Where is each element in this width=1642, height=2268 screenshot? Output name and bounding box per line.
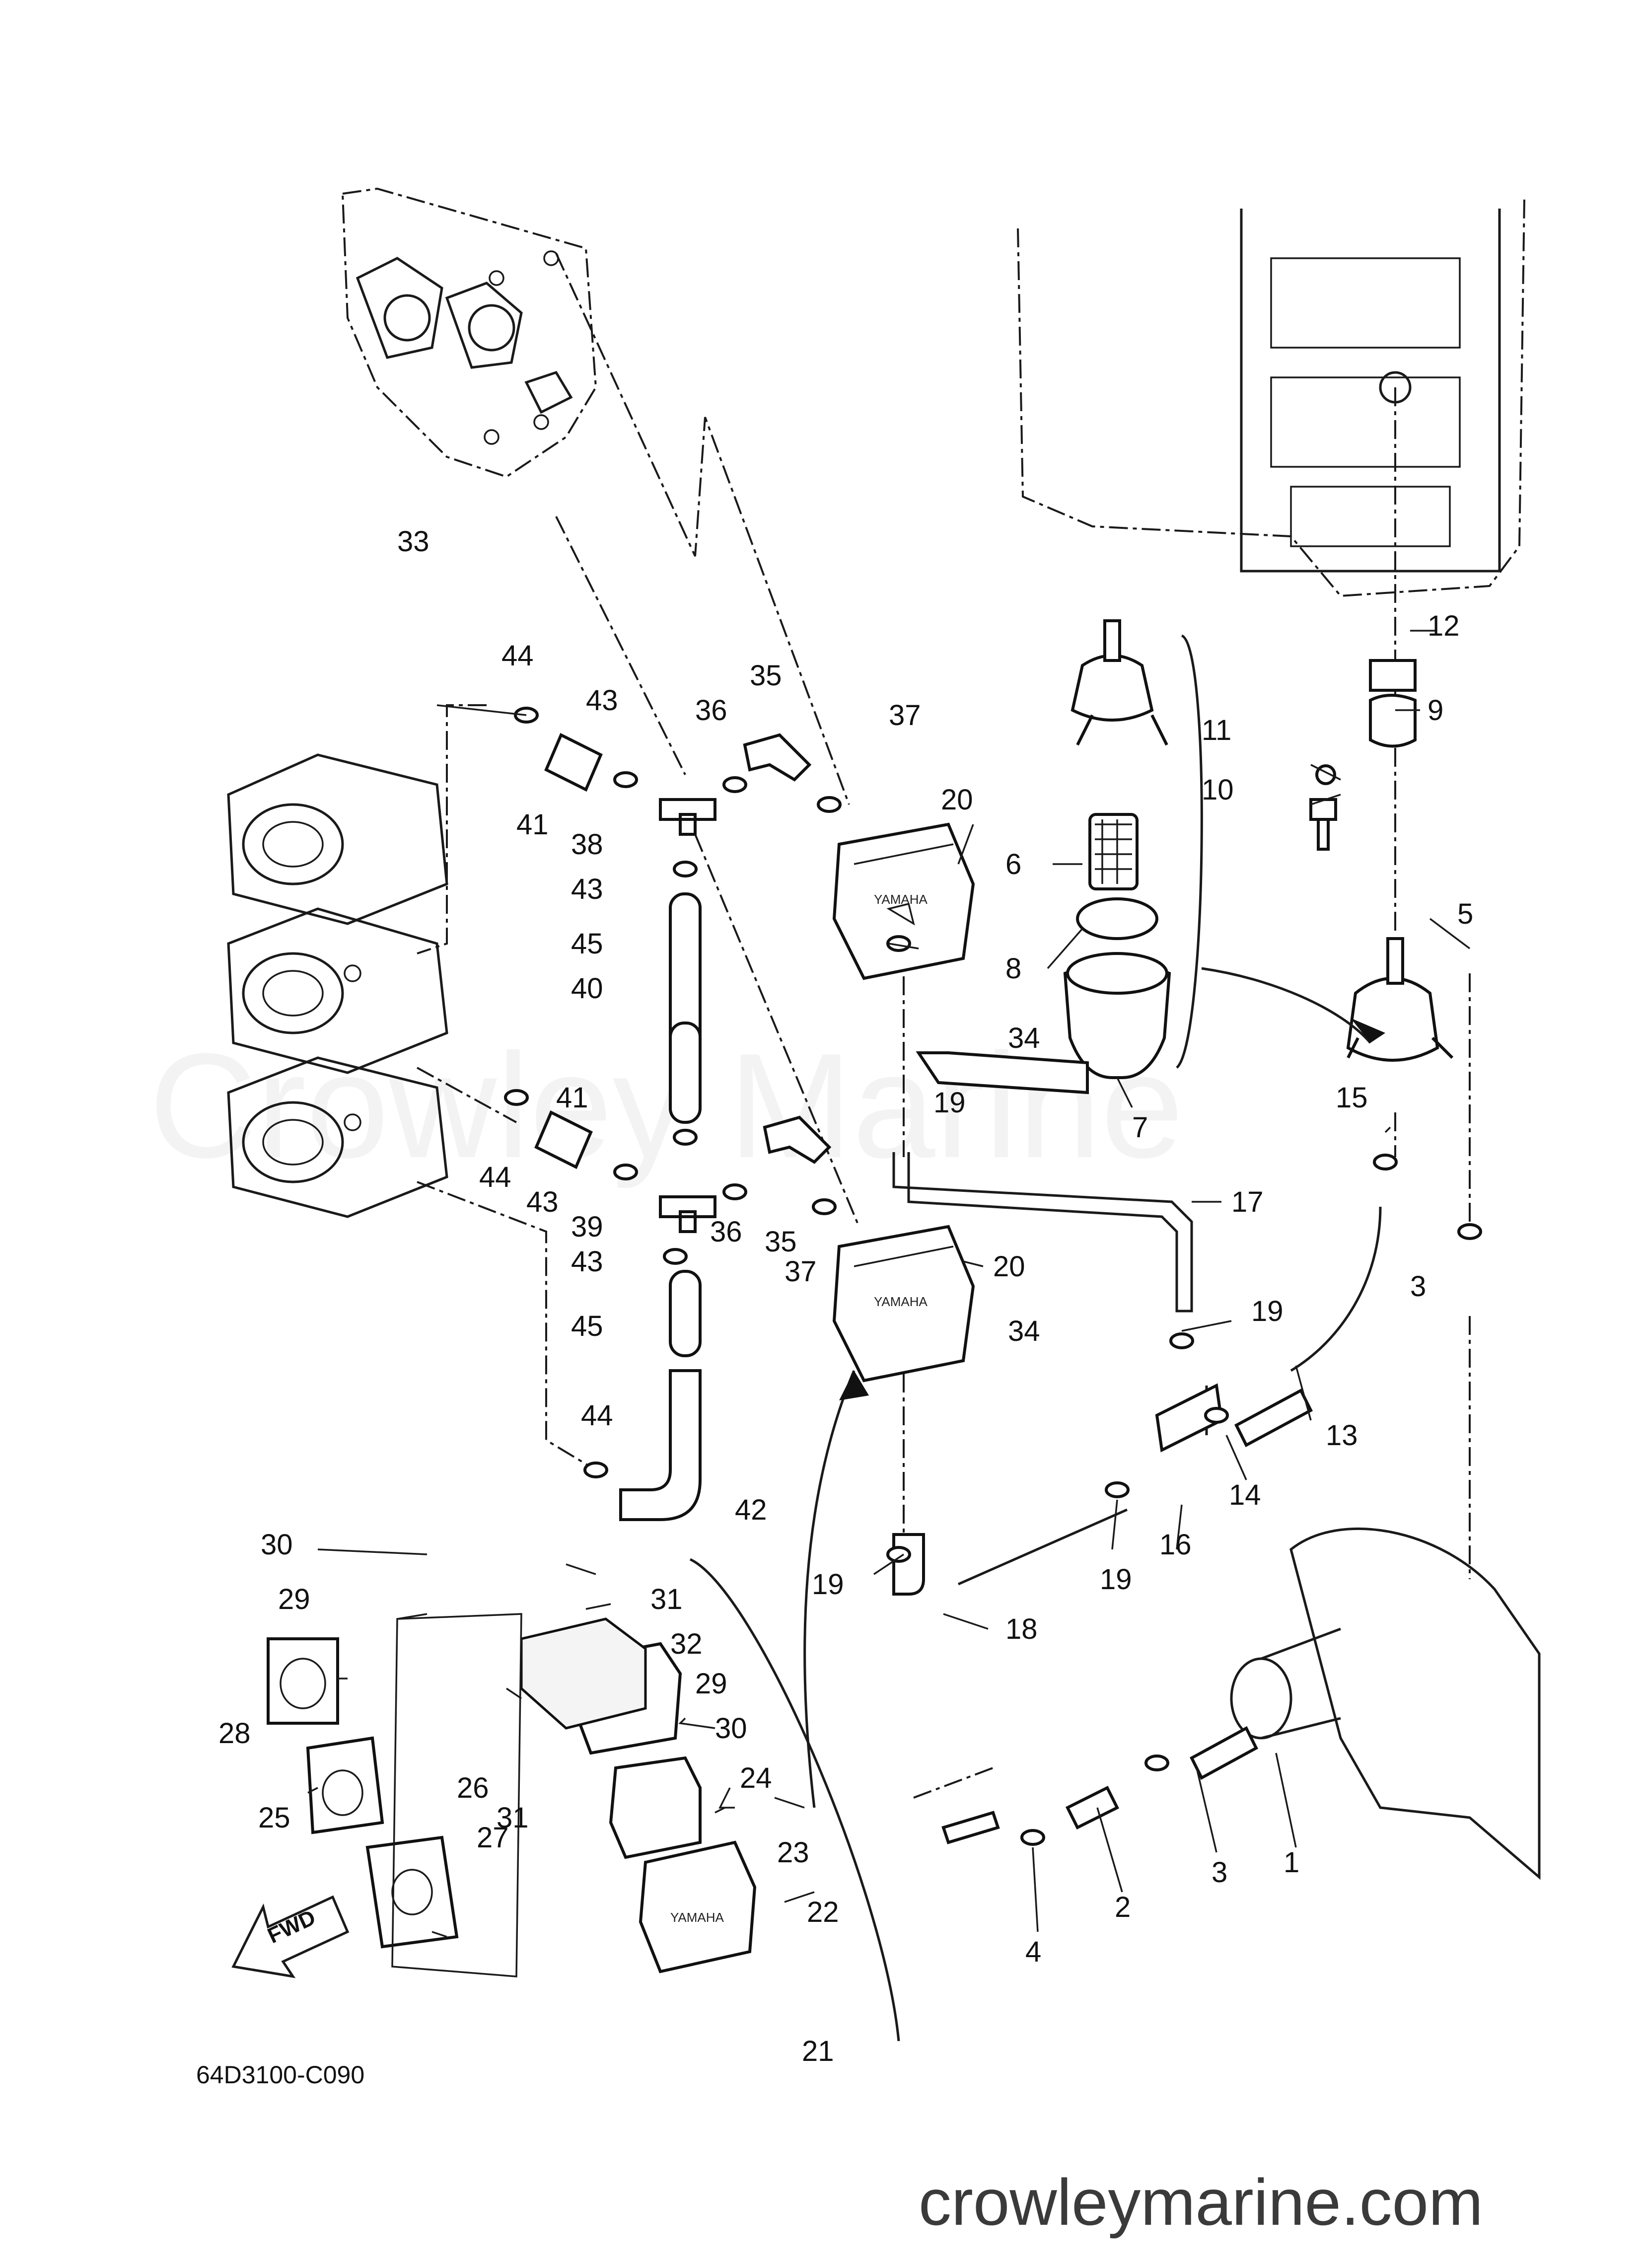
diagram-code: 64D3100-C090 [196, 2061, 364, 2089]
callout-19-c: 19 [1100, 1563, 1132, 1596]
fuel-pump-lower: YAMAHA [832, 1225, 975, 1383]
watermark: Crowley Marine [149, 1022, 1184, 1190]
callout-25: 25 [258, 1802, 290, 1834]
callout-18: 18 [1005, 1613, 1038, 1645]
pump-brand-upper: YAMAHA [874, 892, 928, 907]
callout-6: 6 [1005, 848, 1021, 880]
callout-4: 4 [1025, 1936, 1041, 1968]
callout-43-b: 43 [571, 873, 603, 905]
callout-31-b: 31 [497, 1802, 529, 1834]
callout-26: 26 [457, 1772, 489, 1804]
flow-arrow-filter [1201, 967, 1371, 1044]
callout-19-a: 19 [933, 1087, 966, 1119]
callout-42: 42 [735, 1494, 767, 1526]
flow-arrow-filter-head [1351, 1018, 1385, 1043]
callout-37-lower: 37 [785, 1255, 817, 1288]
callout-44-upper: 44 [501, 640, 534, 672]
callout-45-lower: 45 [571, 1310, 603, 1342]
callout-29-b: 29 [695, 1668, 727, 1700]
bracket-pump-kit [689, 1558, 900, 2042]
footer-url: crowleymarine.com [919, 2166, 1483, 2239]
callout-28: 28 [218, 1717, 251, 1750]
callout-31-a: 31 [650, 1583, 683, 1615]
cylinder-block-drawing [341, 187, 597, 478]
callout-36-upper: 36 [695, 694, 727, 727]
hose-clips [504, 707, 1482, 1846]
callout-19-b: 19 [1251, 1295, 1284, 1327]
callout-24: 24 [740, 1762, 772, 1794]
callout-35-lower: 35 [765, 1226, 797, 1258]
flow-arrow-pump-head [839, 1371, 869, 1400]
callout-8: 8 [1005, 952, 1021, 985]
callout-34-upper: 34 [1008, 1022, 1040, 1054]
callout-45-upper: 45 [571, 928, 603, 960]
callout-30-b: 30 [715, 1712, 747, 1745]
callout-12: 12 [1428, 610, 1460, 642]
bracket-filter [1176, 634, 1203, 1069]
callout-43-a: 43 [586, 684, 618, 717]
callout-22: 22 [807, 1896, 839, 1928]
callout-11: 11 [1202, 714, 1231, 746]
flow-arrow-pump [803, 1370, 856, 1808]
fuel-pump-upper: YAMAHA [832, 822, 975, 980]
hoses-and-clips [534, 732, 1313, 1844]
callout-3-upper: 3 [1410, 1270, 1426, 1303]
callout-19-d: 19 [812, 1568, 844, 1601]
callout-29-a: 29 [278, 1583, 310, 1615]
callout-13: 13 [1326, 1419, 1358, 1452]
callout-41-lower: 41 [556, 1082, 588, 1114]
callout-15: 15 [1336, 1082, 1368, 1114]
callout-17: 17 [1231, 1186, 1264, 1218]
callout-7: 7 [1132, 1111, 1148, 1144]
callout-37-upper: 37 [889, 699, 921, 732]
callout-20-lower: 20 [993, 1250, 1025, 1283]
forward-direction-arrow: FWD [231, 1895, 350, 1978]
callout-labels: 1 2 3 3 4 5 6 7 8 9 10 11 12 13 14 15 16… [218, 525, 1473, 2067]
callout-44-lower: 44 [581, 1399, 613, 1432]
callout-23: 23 [777, 1836, 809, 1869]
callout-39: 39 [571, 1211, 603, 1243]
lower-casing-drawing [1230, 1527, 1541, 1880]
callout-2: 2 [1115, 1891, 1131, 1923]
pump-brand-kit: YAMAHA [670, 1910, 724, 1925]
callout-36-lower: 36 [710, 1216, 742, 1248]
engine-casing-drawing [1017, 198, 1525, 597]
callout-21: 21 [802, 2035, 834, 2067]
callout-43-d: 43 [571, 1245, 603, 1278]
callout-35-upper: 35 [750, 659, 782, 692]
callout-30-a: 30 [261, 1529, 293, 1561]
callout-14: 14 [1229, 1479, 1261, 1511]
callout-3-lower: 3 [1212, 1856, 1227, 1889]
callout-34-lower: 34 [1008, 1315, 1040, 1347]
callout-43-c: 43 [526, 1186, 559, 1218]
callout-38: 38 [571, 828, 603, 861]
callout-leaders [307, 630, 1471, 1938]
pump-brand-lower: YAMAHA [874, 1294, 928, 1309]
callout-27: 27 [477, 1822, 509, 1854]
carburetor-assembly-drawing [227, 753, 448, 1218]
callout-32: 32 [670, 1628, 703, 1660]
fuel-pump-kit-parts: YAMAHA [267, 1613, 757, 1977]
callout-44-mid: 44 [479, 1161, 511, 1193]
callout-41-upper: 41 [516, 808, 549, 841]
callout-9: 9 [1428, 694, 1443, 727]
callout-20-upper: 20 [941, 784, 973, 816]
callout-33: 33 [397, 525, 429, 558]
callout-10: 10 [1202, 774, 1234, 806]
fwd-label: FWD [264, 1905, 320, 1948]
callout-16: 16 [1159, 1529, 1192, 1561]
callout-40: 40 [571, 972, 603, 1005]
callout-5: 5 [1457, 898, 1473, 930]
callout-1: 1 [1284, 1846, 1299, 1879]
